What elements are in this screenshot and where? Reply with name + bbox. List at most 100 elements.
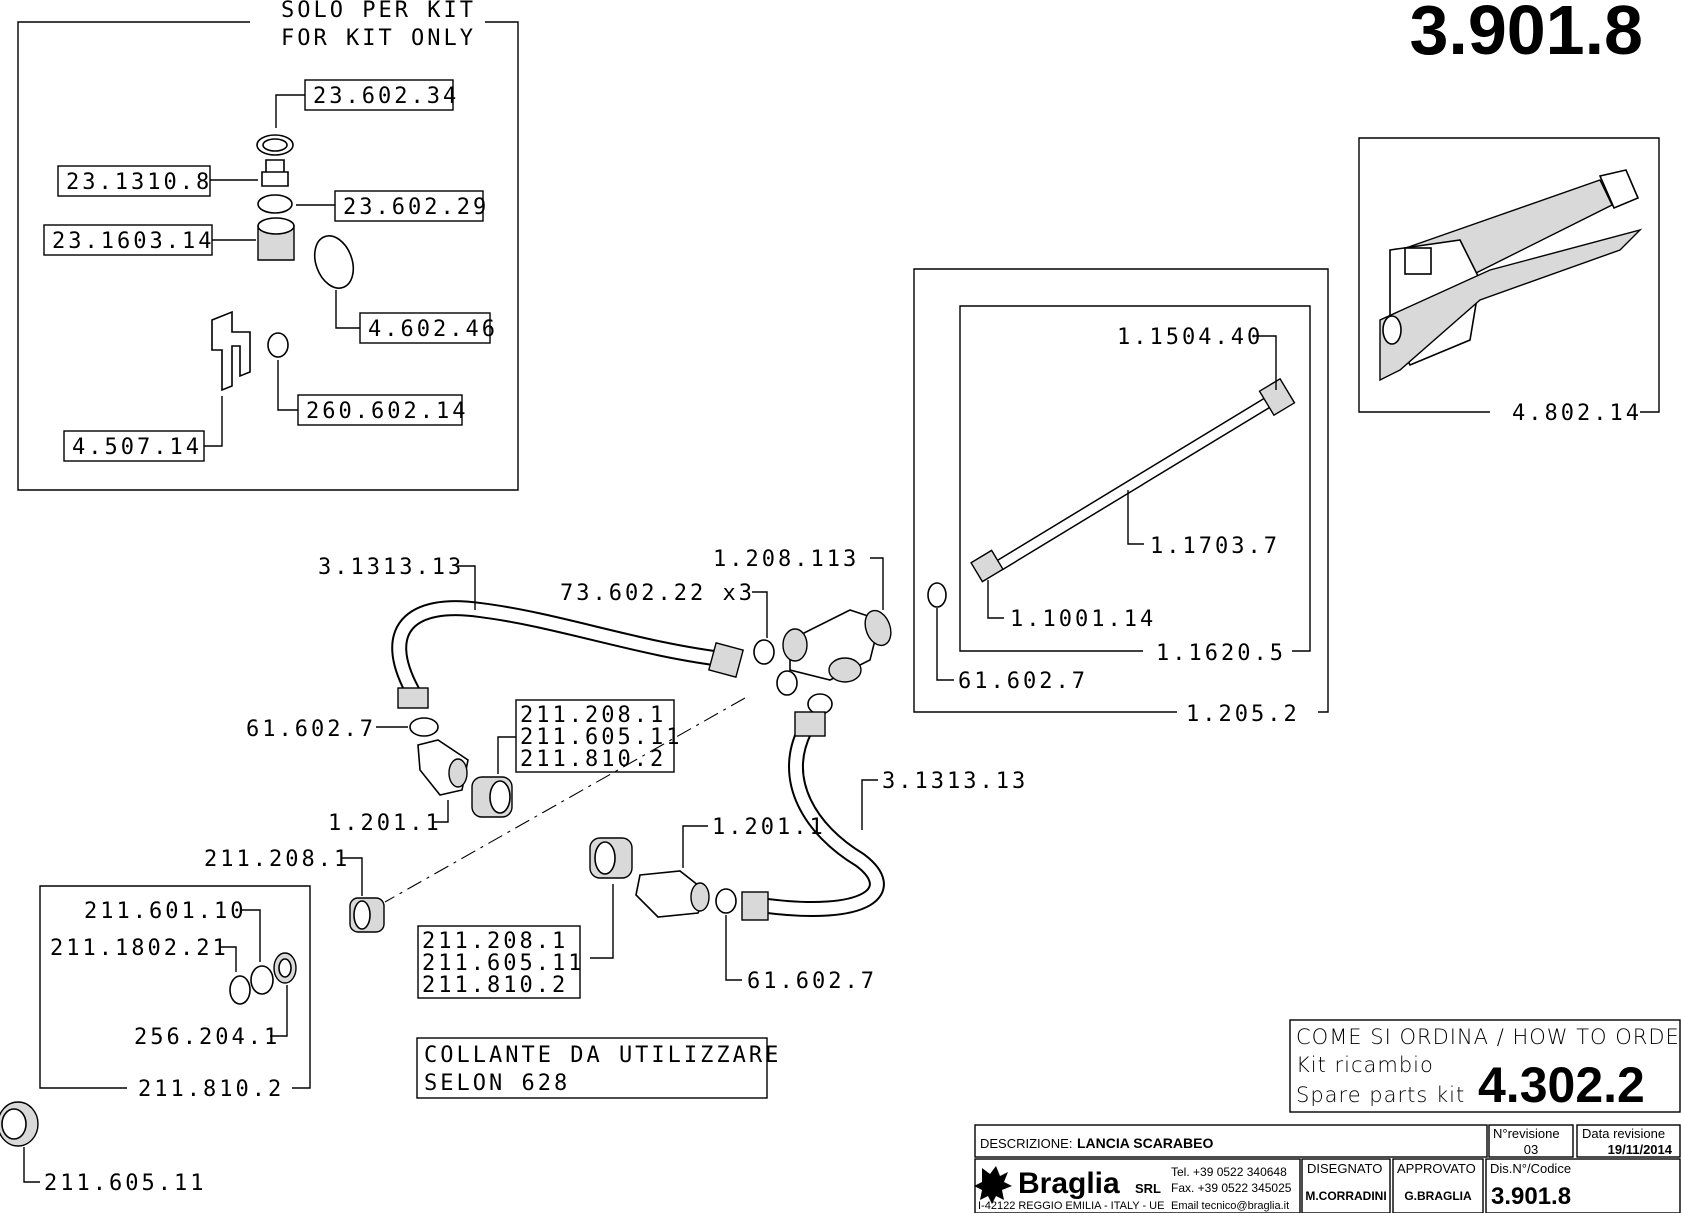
leader <box>752 591 768 638</box>
nozzle-group-left-box <box>515 699 675 773</box>
glue-note-line1: COLLANTE DA UTILIZZARE <box>424 1043 781 1068</box>
nozzle-group-left-label: 211.605.11 <box>520 725 682 750</box>
nozzle-group-right-label: 211.208.1 <box>422 929 568 954</box>
handle-nut <box>1404 247 1432 275</box>
leader <box>432 800 449 823</box>
date-label: Data revisione <box>1582 1126 1665 1141</box>
nozzle-group-right-label: 211.810.2 <box>422 973 568 998</box>
hose-top-end <box>397 687 429 709</box>
handle-code: 4.802.14 <box>1512 401 1642 426</box>
oring-part-inner <box>262 138 288 152</box>
date-cell <box>1576 1124 1681 1158</box>
company-email: Email tecnico@braglia.it <box>1171 1200 1289 1212</box>
hose-bottom-nut <box>794 711 826 737</box>
nozzle-group-right-label: 211.605.11 <box>422 951 584 976</box>
code-value: 3.901.8 <box>1491 1183 1571 1210</box>
valve-cage-top <box>257 217 295 235</box>
part-label: 23.1310.8 <box>66 170 212 195</box>
drawing-number: 3.901.8 <box>1409 0 1643 69</box>
how-to-order-line1: Kit ricambio <box>1296 1053 1434 1077</box>
part-label: 4.602.46 <box>368 317 498 342</box>
leader <box>682 825 708 868</box>
ring-right-label: 61.602.7 <box>747 969 877 994</box>
how-to-order-title: COME SI ORDINA / HOW TO ORDER <box>1296 1025 1681 1049</box>
revision-label: N°revisione <box>1493 1126 1560 1141</box>
hose-top-nut <box>707 641 745 679</box>
description-cell <box>974 1124 1488 1158</box>
leader <box>497 736 516 774</box>
oring <box>807 693 833 715</box>
drawn-value: M.CORRADINI <box>1305 1189 1386 1203</box>
company-name: Braglia <box>1018 1167 1120 1200</box>
label-box <box>57 165 211 197</box>
kit-box-header-2: FOR KIT ONLY <box>281 26 476 51</box>
description-value: LANCIA SCARABEO <box>1077 1135 1213 1151</box>
description-label: DESCRIZIONE: <box>980 1136 1072 1151</box>
revision-cell <box>1488 1124 1574 1158</box>
nozzle-box-part-label: 211.601.10 <box>84 899 246 924</box>
tee-label: 1.208.113 <box>713 547 859 572</box>
nut-group: 211.605.11 <box>0 1101 203 1196</box>
handle-trigger <box>1379 228 1643 382</box>
leader <box>335 290 360 329</box>
label-box <box>297 394 463 426</box>
drawn-label: DISEGNATO <box>1307 1161 1382 1176</box>
lance-inner-frame <box>959 305 1311 652</box>
company-suffix: SRL <box>1135 1181 1161 1196</box>
tee-outlet <box>864 609 892 647</box>
title-block: DESCRIZIONE: LANCIA SCARABEO N°revisione… <box>974 1124 1681 1213</box>
hose-top-label: 3.1313.13 <box>318 555 464 580</box>
elbow-right-end <box>690 882 710 912</box>
leader <box>457 565 476 610</box>
axis-line <box>384 697 746 903</box>
label-box <box>63 430 205 462</box>
nozzle-group-left-label: 211.810.2 <box>520 747 666 772</box>
leader <box>342 857 363 896</box>
leader <box>241 909 261 962</box>
large-oring-part <box>313 235 355 289</box>
approved-value: G.BRAGLIA <box>1404 1189 1472 1203</box>
elbow-left-label: 1.201.1 <box>328 811 442 836</box>
leader <box>936 608 954 681</box>
leader <box>725 915 742 981</box>
lance-part-label: 1.1001.14 <box>1010 607 1156 632</box>
oring-x3-label: 73.602.22 x3 <box>560 581 755 606</box>
clip-part <box>211 310 251 392</box>
nozzle-part <box>250 965 274 995</box>
leader <box>870 557 884 610</box>
leader <box>220 946 237 972</box>
label-box <box>43 224 213 256</box>
ring-right <box>715 888 737 914</box>
company-address: I-42122 REGGIO EMILIA - ITALY - UE <box>978 1200 1164 1212</box>
part-label: 260.602.14 <box>306 399 468 424</box>
hose-bottom-end <box>741 891 769 921</box>
lance-outer-frame <box>913 268 1329 713</box>
company-tel: Tel. +39 0522 340648 <box>1171 1165 1287 1179</box>
lance-group: 1.1504.40 1.1703.7 1.1001.14 1.1620.5 61… <box>913 268 1329 727</box>
lance-nut <box>1258 377 1296 417</box>
ring-left-label: 61.602.7 <box>246 717 376 742</box>
part-label: 23.602.29 <box>343 195 489 220</box>
nozzle-box-part-label: 256.204.1 <box>134 1025 280 1050</box>
nozzle-box-code: 211.810.2 <box>138 1077 284 1102</box>
label-box <box>359 312 491 344</box>
kit-box-header-1: SOLO PER KIT <box>281 0 476 23</box>
handle-outlet <box>1382 315 1402 345</box>
valve-seat-part <box>261 159 289 187</box>
kit-box-frame <box>17 21 519 491</box>
oring-part-2 <box>257 194 293 214</box>
hose-bottom-label: 3.1313.13 <box>882 769 1028 794</box>
nozzle-box: 211.601.10 211.1802.21 256.204.1 211.810… <box>39 885 311 1102</box>
label-box <box>334 190 484 222</box>
nozzle-part <box>229 975 251 1005</box>
nozzle-box-frame <box>39 885 311 1089</box>
tee-inlet <box>782 628 808 662</box>
leader <box>270 985 288 1037</box>
elbow-right <box>635 870 710 918</box>
handle-group: 4.802.14 <box>1358 137 1660 426</box>
main-assembly: 1.208.113 73.602.22 x3 3.1313.13 61.602.… <box>204 547 1028 999</box>
part-label: 23.1603.14 <box>52 229 214 254</box>
nozzle-group-left-label: 211.208.1 <box>520 703 666 728</box>
how-to-order-line2: Spare parts kit <box>1296 1083 1465 1107</box>
leader <box>861 779 878 830</box>
